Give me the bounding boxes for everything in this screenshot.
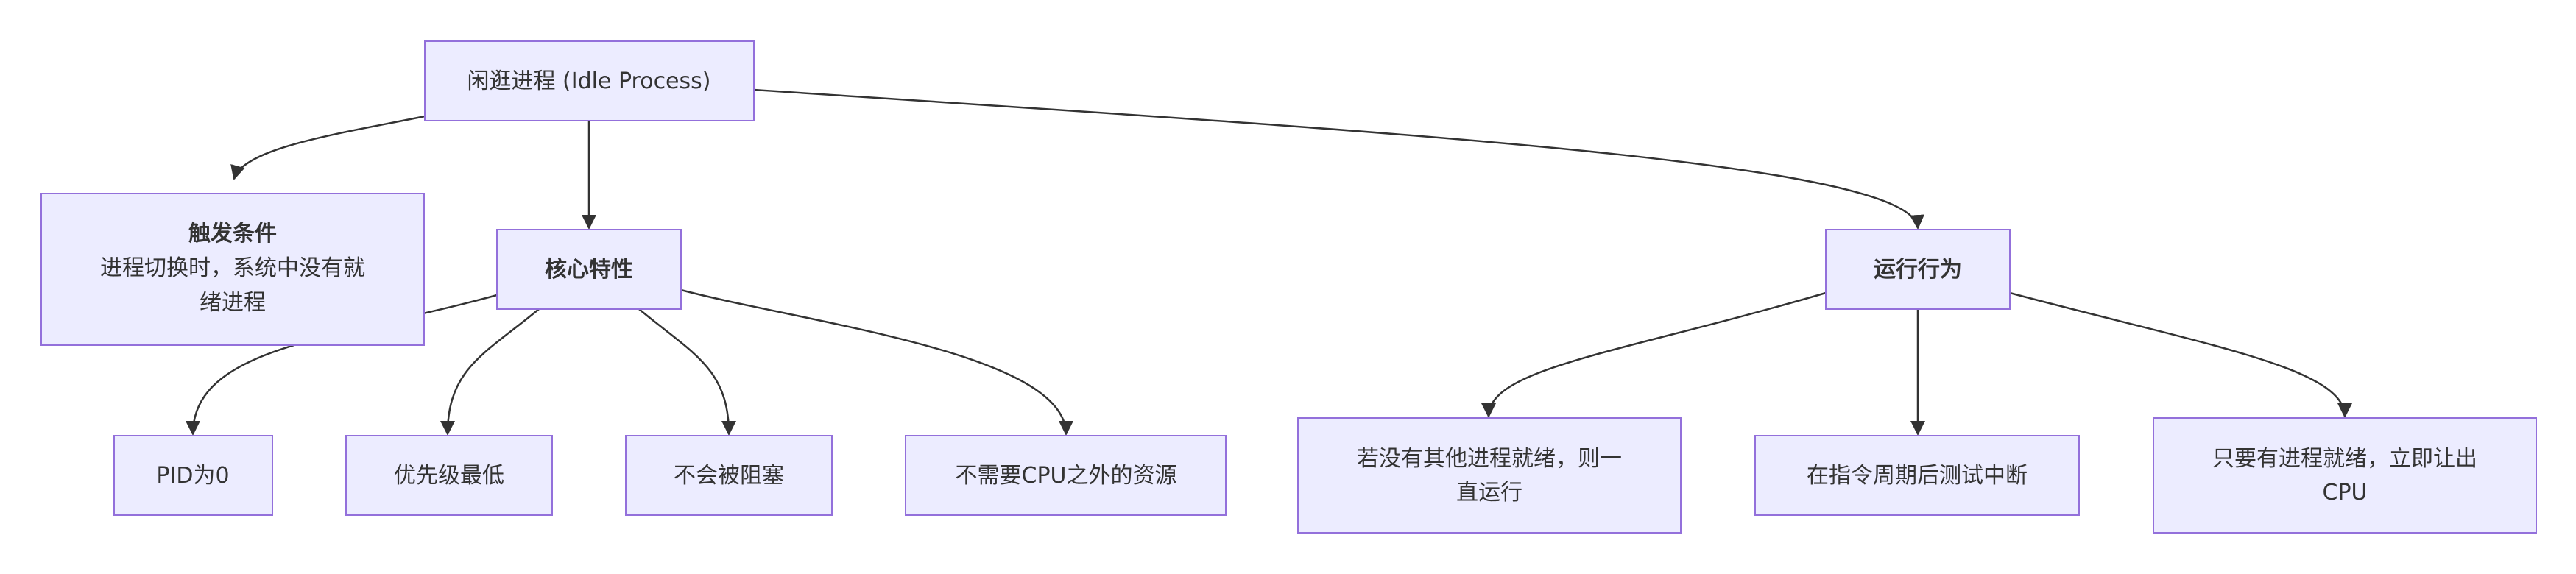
node-pid-zero: PID为0 <box>113 435 273 516</box>
node-trigger-condition-title: 触发条件 <box>188 221 277 247</box>
node-test-interrupt-label: 在指令周期后测试中断 <box>1807 463 2028 489</box>
node-lowest-priority: 优先级最低 <box>345 435 553 516</box>
node-trigger-condition-line-1: 进程切换时，系统中没有就 <box>100 255 365 281</box>
edge-idle-to-behavior <box>753 88 1924 230</box>
edge-behavior-to-yield <box>2009 291 2352 418</box>
node-run-always-line-2: 直运行 <box>1456 480 1522 506</box>
edge-core-to-noblock <box>638 308 736 436</box>
node-yield-cpu: 只要有进程就绪，立即让出 CPU <box>2153 417 2537 534</box>
node-test-interrupt: 在指令周期后测试中断 <box>1754 435 2080 516</box>
node-idle-process-label: 闲逛进程 (Idle Process) <box>467 68 711 94</box>
node-yield-cpu-line-1: 只要有进程就绪，立即让出 <box>2212 446 2477 472</box>
edge-behavior-to-runalways <box>1481 291 1827 418</box>
node-yield-cpu-line-2: CPU <box>2323 480 2368 506</box>
node-trigger-condition-line-2: 绪进程 <box>200 290 266 316</box>
node-no-extra-resources: 不需要CPU之外的资源 <box>905 435 1227 516</box>
edge-idle-to-trigger <box>230 115 426 180</box>
node-no-extra-resources-label: 不需要CPU之外的资源 <box>956 463 1177 489</box>
node-run-always: 若没有其他进程就绪，则一 直运行 <box>1297 417 1682 534</box>
node-run-behavior-title: 运行行为 <box>1874 257 1962 283</box>
node-idle-process: 闲逛进程 (Idle Process) <box>424 40 755 121</box>
edge-core-to-priority <box>440 308 540 436</box>
node-trigger-condition: 触发条件 进程切换时，系统中没有就 绪进程 <box>40 193 425 346</box>
node-not-blocked-label: 不会被阻塞 <box>674 463 784 489</box>
edge-core-to-pid <box>186 294 498 436</box>
node-core-features-title: 核心特性 <box>545 257 633 283</box>
node-run-always-line-1: 若没有其他进程就绪，则一 <box>1357 446 1622 472</box>
node-lowest-priority-label: 优先级最低 <box>394 463 504 489</box>
node-run-behavior: 运行行为 <box>1825 229 2011 310</box>
edge-core-to-noresource <box>680 288 1073 436</box>
node-not-blocked: 不会被阻塞 <box>625 435 833 516</box>
node-core-features: 核心特性 <box>496 229 682 310</box>
node-pid-zero-label: PID为0 <box>156 463 229 489</box>
